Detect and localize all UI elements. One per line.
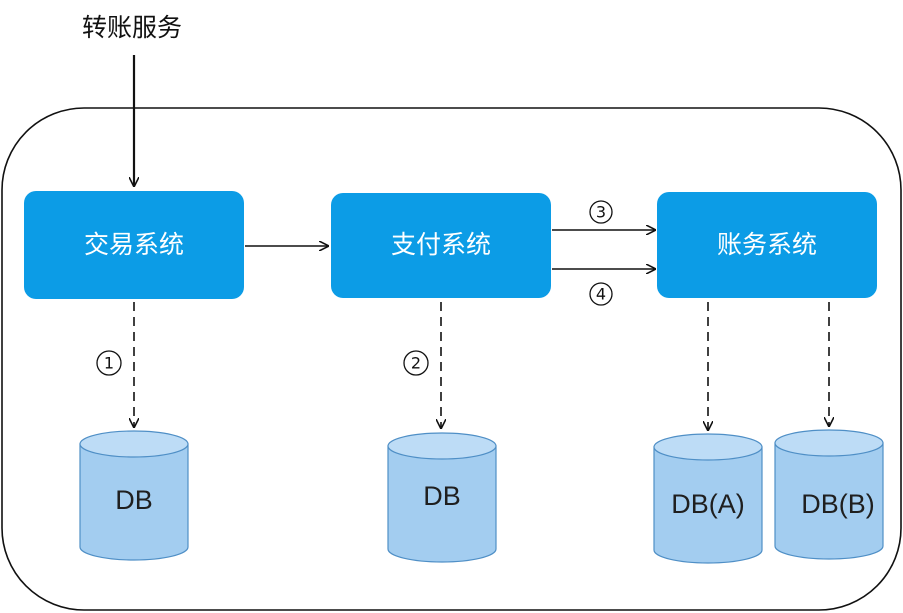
payment-db-top [387, 432, 497, 460]
step-1-marker: 1 [96, 350, 122, 376]
accounting-db-a-label: DB(A) [671, 489, 745, 519]
step-3-marker: 3 [589, 200, 613, 224]
trade-db-cylinder: DB [79, 430, 189, 561]
trade-system-box: 交易系统 [24, 191, 244, 299]
accounting-db-a-body [653, 446, 763, 564]
diagram-title: 转账服务 [82, 13, 182, 42]
trade-db-top [79, 430, 189, 458]
trade-db-label: DB [115, 485, 153, 515]
step-3-circle [589, 200, 613, 224]
accounting-db-b-label: DB(B) [801, 489, 875, 519]
accounting-db-b-cylinder: DB(B) [774, 429, 884, 560]
accounting-system-label: 账务系统 [717, 230, 817, 259]
payment-system-box: 支付系统 [331, 193, 551, 298]
service-boundary [1, 107, 902, 611]
payment-system-label: 支付系统 [391, 230, 491, 259]
payment-db-cylinder: DB [387, 432, 497, 563]
step-4-circle [589, 282, 613, 306]
trade-db-body [79, 443, 189, 561]
accounting-db-a-cylinder: DB(A) [653, 433, 763, 564]
step-4-marker: 4 [589, 282, 613, 306]
accounting-db-a-top [653, 433, 763, 461]
step-1-circle [96, 350, 122, 376]
step-1-label: 1 [104, 354, 114, 373]
payment-db-label: DB [423, 481, 461, 511]
step-2-marker: 2 [403, 350, 429, 376]
step-2-label: 2 [411, 354, 421, 373]
step-2-circle [403, 350, 429, 376]
accounting-db-b-top [774, 429, 884, 457]
step-4-label: 4 [596, 285, 606, 304]
trade-system-rect [24, 191, 244, 299]
trade-system-label: 交易系统 [84, 230, 184, 259]
accounting-system-rect [657, 192, 877, 298]
accounting-system-box: 账务系统 [657, 192, 877, 298]
accounting-db-b-body [774, 442, 884, 560]
step-3-label: 3 [596, 203, 606, 222]
payment-system-rect [331, 193, 551, 298]
payment-db-body [387, 445, 497, 563]
